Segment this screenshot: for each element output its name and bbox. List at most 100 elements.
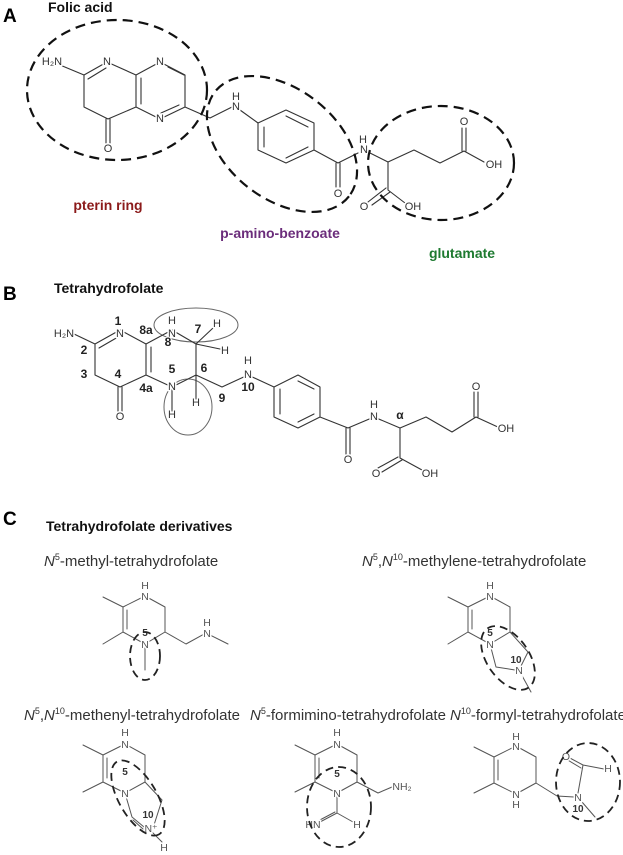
- atom-label: N: [515, 665, 523, 677]
- n5-n10-methylene-structure: H N N N 5 10: [447, 579, 536, 693]
- atom-label: N: [156, 56, 164, 68]
- atom-label: H: [244, 355, 252, 367]
- atom-label: N: [116, 328, 124, 340]
- paba-region-outline: [205, 74, 359, 214]
- atom-label: N: [244, 369, 252, 381]
- atom-number: 5: [487, 628, 493, 639]
- atom-number: 8a: [139, 323, 153, 337]
- atom-label: N: [121, 739, 129, 751]
- glutamate-bonds: [367, 127, 485, 206]
- modification-outline: [480, 625, 536, 691]
- atom-label: H: [370, 399, 378, 411]
- atom-label: HN: [305, 819, 320, 831]
- atom-label: H: [512, 799, 520, 811]
- panel-c-title: Tetrahydrofolate derivatives: [46, 518, 233, 534]
- n5-methyl-structure: H N N H N 5: [102, 579, 229, 681]
- atom-label: OH: [405, 201, 422, 213]
- atom-label: O: [472, 381, 481, 393]
- atom-label: N: [574, 792, 582, 804]
- derivative-name: N5,N10-methenyl-tetrahydrofolate: [24, 706, 240, 724]
- n8-c7-highlight: [153, 307, 239, 343]
- atom-label: O: [116, 411, 125, 423]
- atom-label: N: [512, 741, 520, 753]
- panel-letter-c: C: [3, 509, 17, 530]
- benzoate-bonds: [239, 109, 359, 188]
- atom-label: H₂N: [54, 328, 74, 340]
- atom-number: 5: [142, 628, 148, 639]
- modification-outline: [110, 759, 166, 837]
- atom-label: N: [232, 101, 240, 113]
- atom-number: 7: [195, 322, 202, 336]
- atom-label: N: [370, 411, 378, 423]
- atom-label: N: [486, 639, 494, 651]
- derivative-name: N5-formimino-tetrahydrofolate: [250, 706, 446, 724]
- atom-label: N: [103, 56, 111, 68]
- atom-label: N: [203, 628, 211, 640]
- n5-formimino-structure: H N N HN H NH₂ 5: [294, 726, 413, 848]
- modification-outline: [555, 742, 621, 822]
- atom-label: H: [168, 409, 176, 421]
- n5-n10-methenyl-structure: H N N N⁺ H 5 10: [82, 726, 169, 855]
- atom-label: H: [221, 345, 229, 357]
- atom-label: N: [333, 788, 341, 800]
- atom-label: H: [232, 91, 240, 103]
- atom-number: 4a: [139, 381, 153, 395]
- panel-c: C Tetrahydrofolate derivatives N5-methyl…: [3, 509, 623, 855]
- pterin-ring-label: pterin ring: [73, 197, 142, 213]
- derivative-name: N5,N10-methylene-tetrahydrofolate: [362, 552, 586, 570]
- panel-b-title: Tetrahydrofolate: [54, 280, 164, 296]
- atom-label: N: [141, 639, 149, 651]
- atom-label: N: [486, 591, 494, 603]
- atom-number: 5: [169, 362, 176, 376]
- atom-label: O: [344, 454, 353, 466]
- panel-b: B Tetrahydrofolate H₂N N O H N H H N H H…: [3, 280, 516, 482]
- atom-number: 1: [115, 314, 122, 328]
- atom-label: O: [334, 188, 343, 200]
- atom-label: H: [213, 318, 221, 330]
- atom-number: 10: [510, 655, 522, 666]
- glutamate-region-outline: [366, 104, 516, 222]
- atom-label: N: [333, 739, 341, 751]
- atom-number: 8: [165, 335, 172, 349]
- atom-label: H: [203, 617, 211, 629]
- atom-label: N: [512, 789, 520, 801]
- modification-outline: [129, 631, 161, 681]
- panel-a-title: Folic acid: [48, 0, 113, 15]
- atom-number: 2: [81, 343, 88, 357]
- atom-label: N: [360, 144, 368, 156]
- atom-label: H: [604, 763, 612, 775]
- atom-label: N: [121, 788, 129, 800]
- derivative-name: N10-formyl-tetrahydrofolate: [450, 706, 623, 724]
- atom-label: H: [192, 397, 200, 409]
- atom-label: N⁺: [144, 823, 158, 835]
- panel-letter-a: A: [3, 6, 17, 27]
- modification-outline: [306, 766, 372, 848]
- pterin-region-outline: [25, 18, 209, 162]
- atom-label: H: [121, 727, 129, 739]
- atom-label: OH: [498, 423, 515, 435]
- atom-label: H: [160, 842, 168, 854]
- atom-label: N: [168, 381, 176, 393]
- atom-label: H₂N: [42, 56, 62, 68]
- atom-label: O: [360, 201, 369, 213]
- folic-acid-structure: H₂N N N N O H N O H N O OH O OH: [40, 55, 503, 215]
- atom-label: OH: [422, 468, 439, 480]
- atom-label: O: [562, 751, 570, 763]
- atom-label: H: [359, 134, 367, 146]
- atom-number: 5: [122, 767, 128, 778]
- paba-label: p-amino-benzoate: [220, 225, 340, 241]
- panel-letter-b: B: [3, 284, 17, 305]
- atom-label: N: [156, 113, 164, 125]
- thf-bonds: [73, 327, 501, 473]
- atom-number: α: [396, 408, 404, 422]
- glutamate-label: glutamate: [429, 245, 495, 261]
- atom-number: 5: [334, 769, 340, 780]
- atom-label: H: [353, 819, 361, 831]
- atom-label: H: [512, 731, 520, 743]
- pterin-bonds: [59, 61, 233, 144]
- atom-number: 10: [572, 804, 584, 815]
- atom-number: 6: [201, 361, 208, 375]
- atom-number: 4: [115, 367, 122, 381]
- atom-label: H: [168, 315, 176, 327]
